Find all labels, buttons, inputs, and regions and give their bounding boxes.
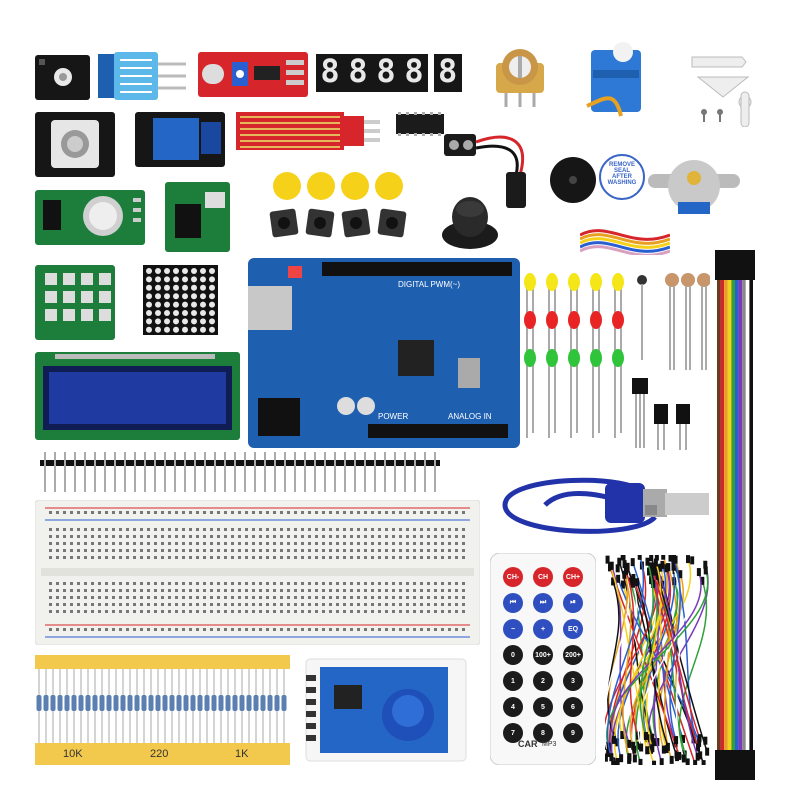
potentiometer (494, 45, 546, 107)
jumper-wire-bundle (605, 555, 710, 765)
segment-digit: 8 (376, 52, 396, 90)
remote-button[interactable]: 6 (563, 697, 583, 717)
remote-button[interactable]: + (533, 619, 553, 639)
remote-button[interactable]: 7 (503, 723, 523, 743)
remote-button[interactable]: ⏯ (563, 593, 583, 613)
remote-button[interactable]: ⏭ (533, 593, 553, 613)
resistor-label-1k: 1K (235, 748, 249, 760)
arduino-analog-label: ANALOG IN (448, 412, 492, 421)
segment-digit: 8 (348, 52, 368, 90)
stepper-driver-board (165, 182, 230, 252)
photoresistors (630, 270, 710, 380)
remote-brand-sub: MP3 (542, 741, 557, 748)
remote-button[interactable]: 100+ (533, 645, 553, 665)
ir-receiver-and-tilt-sensors (630, 378, 710, 453)
servo-motor (585, 40, 647, 118)
rfid-module (300, 655, 470, 765)
segment-digit: 8 (320, 52, 340, 90)
remote-button[interactable]: 0 (503, 645, 523, 665)
segment-digit: 8 (438, 52, 458, 90)
remote-button[interactable]: 4 (503, 697, 523, 717)
remote-brand: CAR (518, 739, 538, 749)
segment-digit: 8 (404, 52, 424, 90)
remote-button[interactable]: CH- (503, 567, 523, 587)
ribbon-wire (580, 215, 670, 255)
arduino-uno-board: DIGITAL PWM(~) POWER ANALOG IN (248, 258, 520, 448)
stepper-motor (648, 158, 740, 216)
buzzer (548, 155, 598, 205)
resistor-label-10k: 10K (63, 748, 83, 760)
lcd-1602-module (35, 352, 240, 440)
seven-segment-display: 8 8 8 8 8 (316, 52, 462, 92)
breadboard (35, 500, 480, 645)
remote-button[interactable]: 8 (533, 723, 553, 743)
rtc-clock-module (35, 190, 145, 245)
sticker-line: SEAL (613, 168, 630, 174)
sticker-line: WASHING (607, 180, 637, 186)
remote-button[interactable]: CH+ (563, 567, 583, 587)
remote-button[interactable]: 2 (533, 671, 553, 691)
remote-button[interactable]: 3 (563, 671, 583, 691)
remote-button[interactable]: EQ (563, 619, 583, 639)
remote-button[interactable]: CH (533, 567, 553, 587)
battery-clip (440, 120, 550, 210)
remote-button[interactable]: ⏮ (503, 593, 523, 613)
sticker-line: AFTER (612, 174, 632, 180)
remote-button[interactable]: 5 (533, 697, 553, 717)
remote-button[interactable]: 1 (503, 671, 523, 691)
sensor-module-black (35, 55, 90, 100)
sound-sensor-module (198, 52, 308, 97)
remote-button[interactable]: − (503, 619, 523, 639)
ic-chip (394, 112, 446, 136)
joystick-module (35, 112, 115, 177)
joystick-cap (440, 195, 500, 250)
keypad-module (35, 265, 115, 340)
resistor-pack: 10K 220 1K (35, 655, 290, 765)
push-buttons (265, 170, 415, 240)
dht11-sensor-module (98, 52, 186, 100)
resistor-label-220: 220 (150, 748, 169, 760)
water-level-sensor (236, 112, 381, 150)
pin-header-strip (40, 452, 440, 492)
sticker-line: REMOVE (608, 162, 635, 168)
usb-cable (485, 465, 715, 550)
remote-button[interactable]: 9 (563, 723, 583, 743)
rainbow-jumper-ribbon (715, 250, 755, 780)
seal-sticker: REMOVE SEAL AFTER WASHING (598, 152, 646, 202)
arduino-power-label: POWER (378, 412, 409, 421)
servo-horns (690, 42, 760, 127)
remote-button[interactable]: 200+ (563, 645, 583, 665)
arduino-digital-label: DIGITAL PWM(~) (398, 280, 460, 289)
led-matrix (143, 265, 218, 335)
led-array (518, 268, 638, 438)
relay-module (135, 112, 225, 167)
